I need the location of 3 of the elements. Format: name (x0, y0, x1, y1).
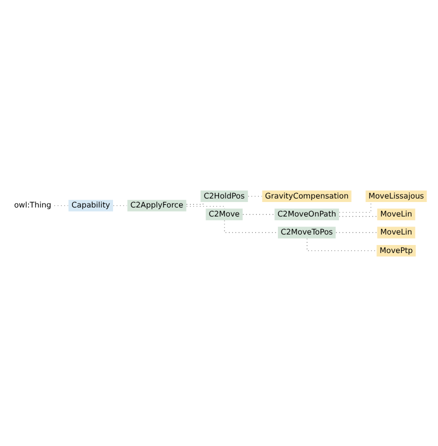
connector (306, 238, 376, 251)
connector (186, 202, 204, 204)
connector (186, 206, 225, 208)
